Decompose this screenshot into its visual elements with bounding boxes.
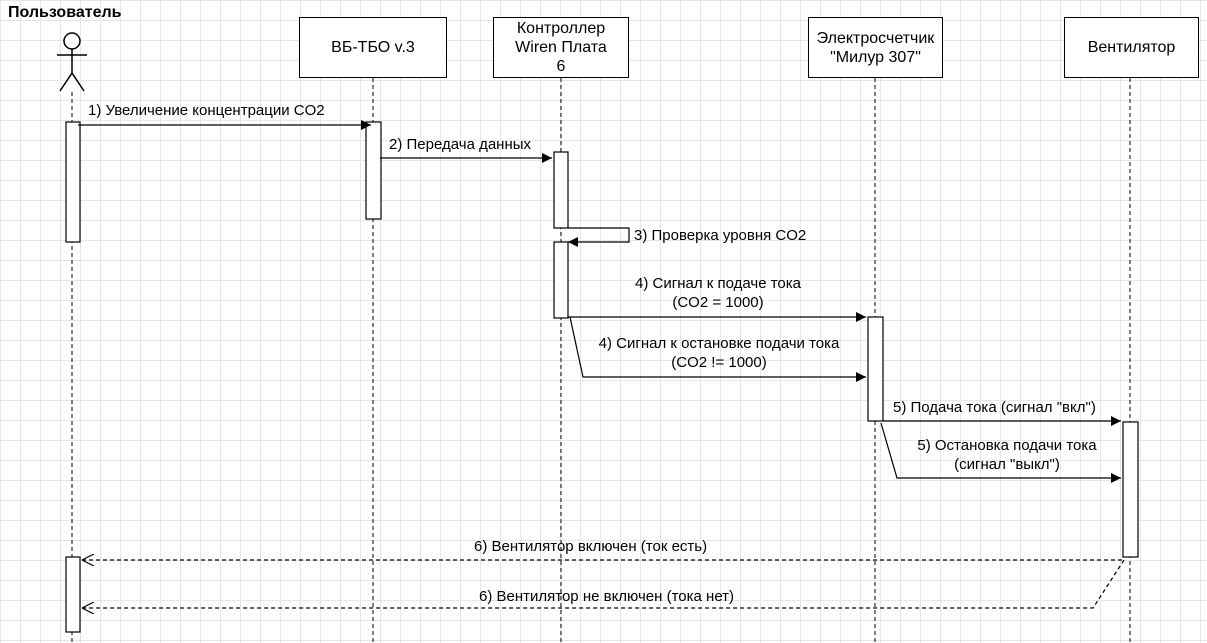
message-4b-line2: (CO2 != 1000) bbox=[671, 354, 767, 371]
message-4a-line2: (CO2 = 1000) bbox=[672, 294, 764, 311]
message-6b-label: 6) Вентилятор не включен (тока нет) bbox=[479, 588, 735, 605]
arrow-msg-6b bbox=[82, 559, 1125, 608]
arrow-msg-5b bbox=[880, 422, 1121, 483]
message-5b-line2: (сигнал "выкл") bbox=[954, 456, 1060, 473]
activation-fan bbox=[1122, 421, 1139, 558]
participant-controller: Контроллер Wiren Плата 6 bbox=[493, 17, 629, 78]
message-4b-label: 4) Сигнал к остановке подачи тока (CO2 !… bbox=[584, 334, 854, 372]
message-4a-label: 4) Сигнал к подаче тока (CO2 = 1000) bbox=[618, 274, 818, 312]
message-5a-label: 5) Подача тока (сигнал "вкл") bbox=[893, 399, 1096, 416]
activation-meter bbox=[867, 316, 884, 422]
participant-controller-line1: Контроллер bbox=[516, 20, 606, 37]
activation-vb bbox=[365, 121, 382, 220]
participant-controller-line3: 6 bbox=[556, 58, 566, 75]
participant-meter: Электросчетчик "Милур 307" bbox=[808, 17, 943, 78]
message-3-label: 3) Проверка уровня CO2 bbox=[634, 227, 807, 244]
message-4b-line1: 4) Сигнал к остановке подачи тока bbox=[598, 335, 840, 352]
activation-controller-2 bbox=[553, 241, 569, 319]
arrow-msg-3 bbox=[568, 227, 630, 247]
participant-vb: ВБ-ТБО v.3 bbox=[299, 17, 447, 78]
participant-controller-line2: Wiren Плата bbox=[515, 39, 607, 56]
message-6a-label: 6) Вентилятор включен (ток есть) bbox=[474, 538, 708, 555]
actor-figure bbox=[57, 32, 87, 92]
activation-user-2 bbox=[65, 556, 81, 633]
activation-controller-1 bbox=[553, 151, 569, 229]
message-5b-label: 5) Остановка подачи тока (сигнал "выкл") bbox=[900, 436, 1114, 474]
participant-fan-label: Вентилятор bbox=[1087, 39, 1176, 56]
message-2-label: 2) Передача данных bbox=[389, 136, 532, 153]
activation-user-1 bbox=[65, 121, 81, 243]
message-4a-line1: 4) Сигнал к подаче тока bbox=[635, 275, 801, 292]
participant-fan: Вентилятор bbox=[1064, 17, 1199, 78]
actor-label: Пользователь bbox=[8, 4, 122, 21]
arrow-msg-4b bbox=[569, 316, 866, 382]
message-5b-line1: 5) Остановка подачи тока bbox=[917, 437, 1097, 454]
participant-vb-label: ВБ-ТБО v.3 bbox=[331, 39, 415, 56]
participant-meter-line1: Электросчетчик bbox=[816, 29, 935, 47]
message-1-label: 1) Увеличение концентрации CO2 bbox=[88, 102, 325, 119]
participant-meter-line2: "Милур 307" bbox=[830, 48, 921, 66]
